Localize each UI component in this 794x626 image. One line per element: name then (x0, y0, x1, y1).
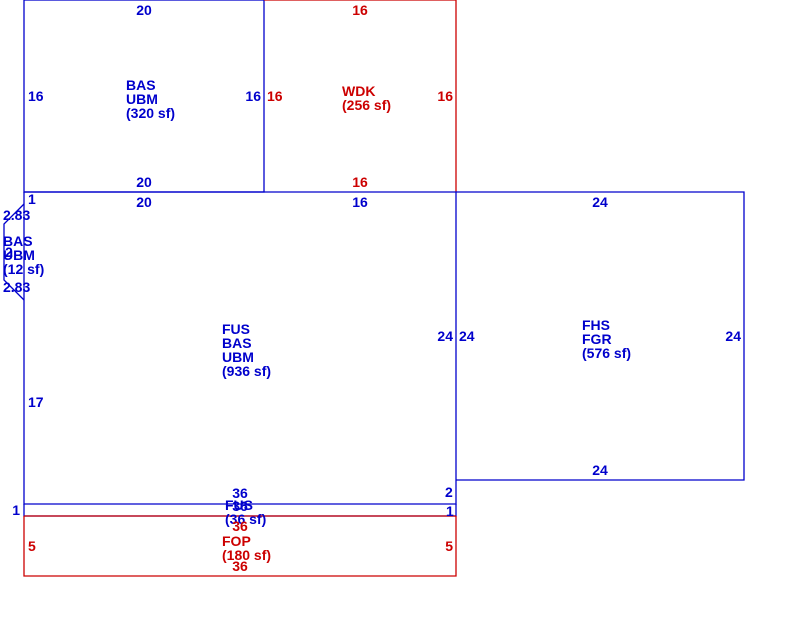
fhs-outline (456, 191, 745, 481)
dim-bas-top: 20 (136, 2, 152, 18)
area-label-fus: FUS BAS UBM (936 sf) (222, 321, 271, 379)
dim-strip-left: 1 (12, 502, 20, 518)
dim-fop-left: 5 (28, 538, 36, 554)
dim-fus-bottom: 36 (232, 485, 248, 501)
dim-strip-right: 1 (446, 503, 454, 519)
area-label-bas-upper: BAS UBM (320 sf) (126, 77, 175, 121)
dim-fhs-left: 24 (459, 328, 475, 344)
area-label-wdk: WDK (256 sf) (342, 83, 391, 113)
area-line: (36 sf) (225, 511, 266, 527)
dim-fus-top-left: 20 (136, 194, 152, 210)
area-line: UBM (222, 349, 254, 365)
area-line: (936 sf) (222, 363, 271, 379)
dim-bay-small: 1 (28, 191, 36, 207)
area-line: FUS (222, 321, 250, 337)
area-line: (256 sf) (342, 97, 391, 113)
area-line: FGR (582, 331, 612, 347)
dim-fhs-top: 24 (592, 194, 608, 210)
area-line: FHS (582, 317, 610, 333)
area-line: BAS (222, 335, 252, 351)
dim-strip-right-top: 2 (445, 484, 453, 500)
area-line: (576 sf) (582, 345, 631, 361)
area-line: (180 sf) (222, 547, 271, 563)
bay-outline (3, 203, 25, 301)
dim-bay-side: 2 (5, 244, 13, 260)
dim-wdk-bottom: 16 (352, 174, 368, 190)
area-line: (320 sf) (126, 105, 175, 121)
dim-fop-right: 5 (445, 538, 453, 554)
dim-bay-diag-top: 2.83 (3, 207, 30, 223)
area-line: BAS (3, 233, 33, 249)
dim-fus-left: 17 (28, 394, 44, 410)
area-line: (12 sf) (3, 261, 44, 277)
area-line: UBM (3, 247, 35, 263)
dim-fus-top-right: 16 (352, 194, 368, 210)
area-line: FUS (225, 497, 253, 513)
dim-wdk-top: 16 (352, 2, 368, 18)
dim-wdk-left: 16 (267, 88, 283, 104)
dim-bay-diag-bottom: 2.83 (3, 279, 30, 295)
area-line: UBM (126, 91, 158, 107)
dim-strip-bottom: 36 (232, 498, 248, 514)
dim-bas-left: 16 (28, 88, 44, 104)
area-label-fhs: FHS FGR (576 sf) (582, 317, 631, 361)
dim-fhs-bottom: 24 (592, 462, 608, 478)
dim-bas-bottom: 20 (136, 174, 152, 190)
dim-wdk-right: 16 (437, 88, 453, 104)
wdk-outline (264, 0, 457, 192)
area-label-fus-strip: FUS (36 sf) (225, 497, 266, 527)
dim-fus-right: 24 (437, 328, 453, 344)
area-line: BAS (126, 77, 156, 93)
area-label-bas-bay: BAS UBM (12 sf) (3, 233, 44, 277)
area-line: WDK (342, 83, 375, 99)
dim-fop-bottom: 36 (232, 558, 248, 574)
dim-fhs-right: 24 (725, 328, 741, 344)
dim-fop-top: 36 (232, 518, 248, 534)
area-line: FOP (222, 533, 251, 549)
dim-bas-right: 16 (245, 88, 261, 104)
fop-outline (23, 516, 457, 577)
area-label-fop: FOP (180 sf) (222, 533, 271, 563)
